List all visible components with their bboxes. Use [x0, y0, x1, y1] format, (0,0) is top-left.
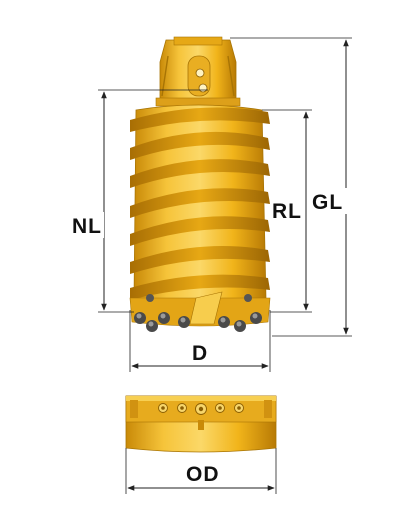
tooth [134, 312, 146, 324]
casing-ring [125, 395, 277, 453]
bolt-holes [158, 403, 244, 415]
bolt-hole [177, 403, 187, 413]
tooth [244, 294, 252, 302]
rl-label: RL [272, 200, 302, 223]
tooth [146, 294, 154, 302]
bolt-hole [195, 403, 207, 415]
bolt-hole [158, 403, 168, 413]
gl-label: GL [312, 191, 343, 214]
bolt-hole [215, 403, 225, 413]
gl-label-bg [310, 188, 350, 214]
tooth [178, 316, 190, 328]
auger-assembly [129, 36, 271, 332]
tooth [158, 312, 170, 324]
d-label: D [192, 342, 208, 365]
nl-label-bg [64, 212, 104, 238]
dimension-lines: NL RL GL D [64, 37, 352, 372]
helical-flights [130, 107, 270, 300]
tooth [218, 316, 230, 328]
kelly-connector [155, 36, 241, 107]
nl-label: NL [72, 215, 102, 238]
od-dimension: OD [125, 448, 277, 494]
tooth [250, 312, 262, 324]
tooth [146, 320, 158, 332]
tooth [234, 320, 246, 332]
od-label: OD [186, 463, 220, 486]
cutting-teeth [134, 294, 262, 332]
bolt-hole [234, 403, 244, 413]
